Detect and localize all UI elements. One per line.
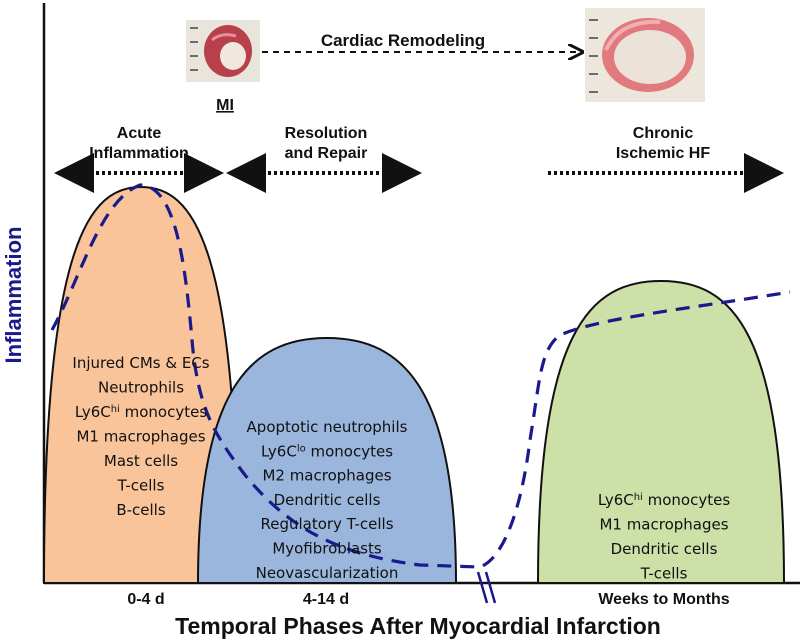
chronic-phase-bell: [536, 279, 786, 584]
cell-list-item: Mast cells: [104, 452, 178, 470]
x-axis-label: Temporal Phases After Myocardial Infarct…: [175, 613, 661, 639]
repair-phase-bell: [196, 336, 458, 584]
cell-list-item: M1 macrophages: [76, 428, 205, 446]
cell-list-item: M1 macrophages: [599, 516, 728, 534]
repair-title-line2: and Repair: [285, 145, 368, 162]
axis-break-mark: [484, 571, 497, 604]
cell-list-item: Regulatory T-cells: [260, 515, 393, 533]
cell-list-item: T-cells: [640, 565, 688, 583]
y-axis-label: Inflammation: [1, 227, 26, 364]
cell-list-item: Neutrophils: [98, 379, 184, 397]
acute-time-label: 0-4 d: [127, 591, 164, 608]
remodeling-label: Cardiac Remodeling: [321, 31, 485, 50]
repair-title-line1: Resolution: [285, 125, 368, 142]
cell-list-item: Dendritic cells: [274, 491, 381, 509]
cell-list-item: Ly6Chi monocytes: [598, 491, 730, 509]
acute-phase-bell: [42, 185, 240, 584]
cell-list-item: B-cells: [116, 501, 166, 519]
cell-list-item: Ly6Chi monocytes: [75, 403, 207, 421]
cell-list-item: Injured CMs & ECs: [72, 354, 209, 372]
repair-time-label: 4-14 d: [303, 591, 349, 608]
heart-mi-image: [186, 20, 260, 82]
mi-label: MI: [216, 97, 234, 114]
cell-list-item: M2 macrophages: [262, 467, 391, 485]
cell-list-item: Myofibroblasts: [272, 540, 382, 558]
cell-list-item: Neovascularization: [256, 564, 399, 582]
acute-title-line1: Acute: [117, 125, 162, 142]
chronic-time-label: Weeks to Months: [598, 591, 729, 608]
axis-break-mark: [476, 571, 489, 604]
chronic-title-line1: Chronic: [633, 125, 694, 142]
cell-list-item: Apoptotic neutrophils: [247, 418, 408, 436]
acute-title-line2: Inflammation: [89, 145, 189, 162]
cell-list-item: Dendritic cells: [611, 540, 718, 558]
heart-hf-image: [585, 8, 705, 102]
chronic-title-line2: Ischemic HF: [616, 145, 710, 162]
cell-list-item: T-cells: [117, 477, 165, 495]
cell-list-item: Ly6Clo monocytes: [261, 442, 393, 460]
chronic-cell-list: Ly6Chi monocytes M1 macrophagesDendritic …: [598, 491, 730, 583]
